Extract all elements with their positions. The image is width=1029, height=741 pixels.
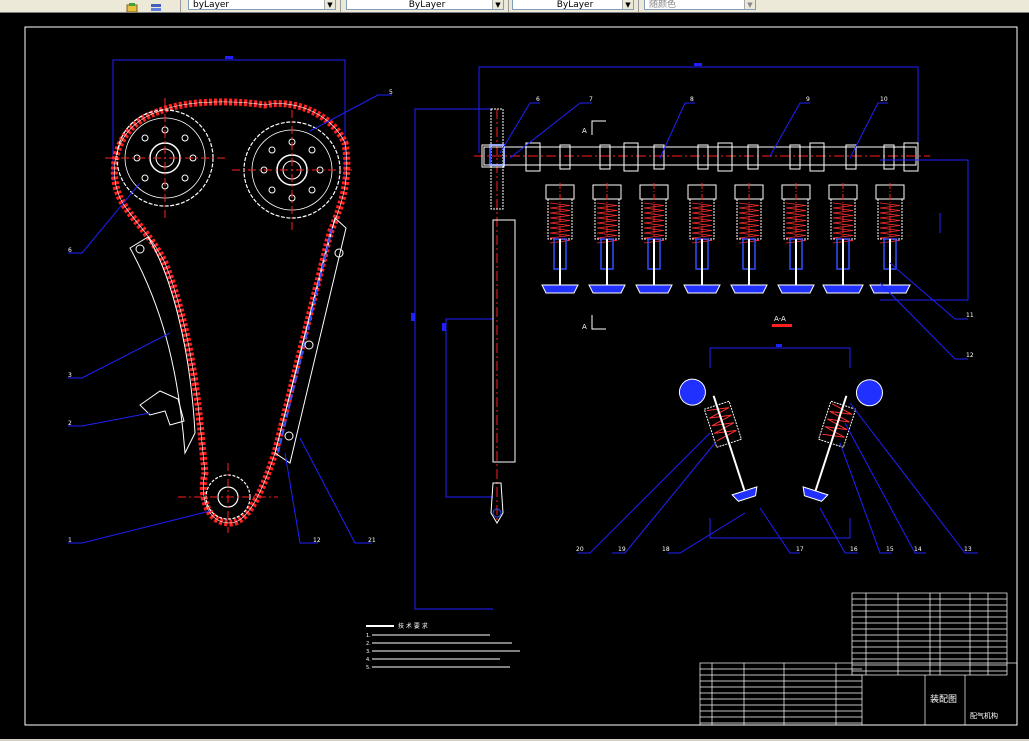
camshaft-side-view [411, 108, 516, 610]
balloon-label: 21 [368, 537, 376, 544]
tech-item: 1. [366, 633, 371, 639]
balloon-label: 2 [68, 420, 72, 427]
tech-item: 3. [366, 649, 371, 655]
balloon-label: 11 [966, 312, 974, 319]
chevron-down-icon[interactable]: ▼ [492, 0, 503, 9]
valve-assembly [588, 183, 626, 294]
tech-item: 2. [366, 641, 371, 647]
layer-states-icon[interactable] [126, 0, 138, 12]
balloon-label: 18 [662, 546, 670, 553]
drawing-name: 装配图 [930, 693, 957, 705]
chevron-down-icon[interactable]: ▼ [622, 0, 633, 9]
balloon-label: 1 [68, 537, 72, 544]
lineweight-value: ByLayer [556, 0, 594, 10]
balloon-label: 8 [690, 96, 694, 103]
layer-previous-icon[interactable] [150, 0, 162, 11]
balloon-label: 12 [313, 537, 321, 544]
balloon-label: 17 [796, 546, 804, 553]
balloon-label: 5 [389, 89, 393, 96]
balloon-label: 10 [880, 96, 888, 103]
plotstyle-select[interactable]: 随颜色 ▼ [644, 0, 756, 10]
balloon-label: 6 [68, 247, 72, 254]
valve-assembly [822, 183, 864, 294]
balloon-label: 14 [914, 546, 922, 553]
balloon-label: 9 [806, 96, 810, 103]
valve-assembly [869, 183, 911, 294]
valve-assembly [777, 183, 815, 294]
valve-group [541, 183, 911, 294]
balloon-label: 16 [850, 546, 858, 553]
valve-assembly [541, 183, 579, 294]
balloon-label: 3 [68, 372, 72, 379]
section-view: 20 19 18 17 16 15 14 13 [576, 344, 978, 554]
valve-assembly [730, 183, 768, 294]
chevron-down-icon[interactable]: ▼ [324, 0, 335, 9]
linetype-select[interactable]: ByLayer ▼ [346, 0, 504, 10]
balloon-label: 6 [536, 96, 540, 103]
linetype-value: ByLayer [408, 0, 446, 10]
camshaft-valve-view: A A A-A 6 7 8 9 10 11 12 [474, 63, 974, 360]
balloon-label: 20 [576, 546, 584, 553]
status-strip [0, 739, 1029, 741]
section-mark: A [582, 127, 587, 135]
part-name: 配气机构 [970, 711, 998, 720]
balloon-label: 7 [589, 96, 593, 103]
tech-item: 4. [366, 657, 371, 663]
balloon-label: 19 [618, 546, 626, 553]
layer-value: byLayer [193, 0, 230, 10]
layer-select[interactable]: byLayer ▼ [188, 0, 336, 10]
balloon-label: 13 [964, 546, 972, 553]
properties-toolbar: byLayer ▼ ByLayer ▼ ByLayer ▼ 随颜色 ▼ [0, 0, 1029, 13]
lineweight-select[interactable]: ByLayer ▼ [512, 0, 634, 10]
cad-drawing: 5 6 3 2 1 12 21 [24, 26, 1018, 726]
chevron-down-icon[interactable]: ▼ [744, 0, 755, 9]
valve-assembly [683, 183, 721, 294]
section-label: A-A [774, 315, 786, 323]
drawing-border [24, 26, 1018, 726]
valve-assembly [635, 183, 673, 294]
balloon-label: 15 [886, 546, 894, 553]
tech-item: 5. [366, 665, 371, 671]
section-mark: A [582, 323, 587, 331]
title-block [699, 592, 1018, 726]
drawing-canvas[interactable]: 5 6 3 2 1 12 21 [0, 13, 1029, 739]
tech-title: 技 术 要 求 [398, 622, 428, 630]
balloon-label: 12 [966, 352, 974, 359]
plotstyle-value: 随颜色 [649, 0, 677, 10]
chain-drive-view: 5 6 3 2 1 12 21 [68, 56, 393, 544]
technical-requirements: 技 术 要 求 1. 2. 3. 4. 5. [366, 622, 520, 671]
